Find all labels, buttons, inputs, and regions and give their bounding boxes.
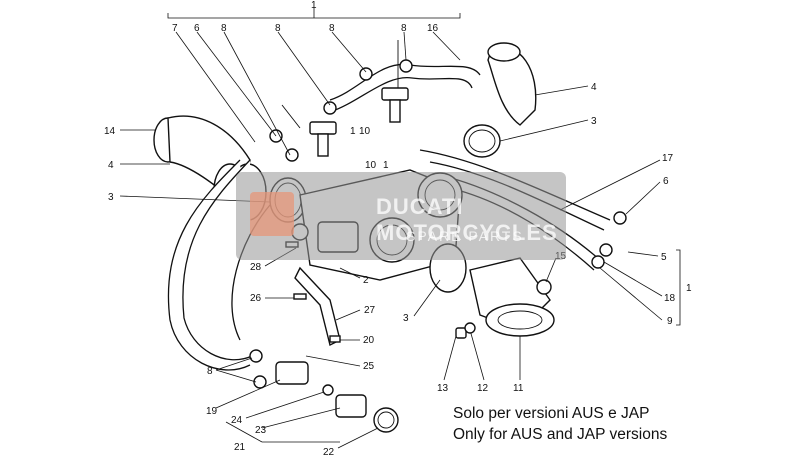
callout-20: 20 [363,335,375,346]
callout-1-mid2: 1 [383,160,389,171]
callout-24: 24 [231,415,243,426]
callout-1-right: 1 [686,283,692,294]
callout-14: 14 [104,126,116,137]
callout-25: 25 [363,361,375,372]
watermark-brand: DUCATI MOTORCYCLES [376,194,558,245]
callout-13: 13 [437,383,449,394]
callout-27: 27 [364,305,376,316]
callout-26: 26 [250,293,262,304]
watermark-sub: SPARE PARTS [406,228,524,244]
callout-8-d: 8 [401,23,407,34]
callout-7: 7 [172,23,178,34]
callout-9: 9 [667,316,673,327]
callout-3-left: 3 [108,192,114,203]
callout-10-b: 10 [365,160,377,171]
callout-19: 19 [206,406,218,417]
callout-1-top: 1 [311,0,317,11]
callout-11: 11 [513,383,524,394]
callout-3-right: 3 [591,116,597,127]
callout-4-right: 4 [591,82,597,93]
callout-16: 16 [427,23,439,34]
note-italian: Solo per versioni AUS e JAP [453,405,650,422]
callout-6: 6 [194,23,200,34]
watermark-logo [250,192,294,236]
note-english: Only for AUS and JAP versions [453,426,668,443]
callout-labels: 1 7 6 8 8 8 8 16 14 4 3 4 3 1 10 10 1 17… [104,0,692,458]
callout-8-bottom: 8 [207,366,213,377]
callout-8-a: 8 [221,23,227,34]
callout-23: 23 [255,425,267,436]
callout-4-left: 4 [108,160,114,171]
callout-28: 28 [250,262,262,273]
callout-22: 22 [323,447,335,458]
callout-5: 5 [661,252,667,263]
callout-12: 12 [477,383,489,394]
callout-6-right: 6 [663,176,669,187]
callout-1-mid: 1 [350,126,356,137]
injectors [281,40,409,157]
fasteners [285,241,476,343]
intake-manifold [429,243,555,337]
callout-18: 18 [664,293,676,304]
intake-duct-right [463,42,537,158]
sensor-bracket [275,266,399,433]
callout-10-a: 10 [359,126,371,137]
callout-17: 17 [662,153,674,164]
callout-21: 21 [234,442,246,453]
callout-8-b: 8 [275,23,281,34]
hose-clamps [249,59,627,389]
watermark: DUCATI MOTORCYCLES SPARE PARTS [236,172,566,260]
callout-3-bottom: 3 [403,313,409,324]
callout-2: 2 [363,275,369,286]
callout-8-c: 8 [329,23,335,34]
